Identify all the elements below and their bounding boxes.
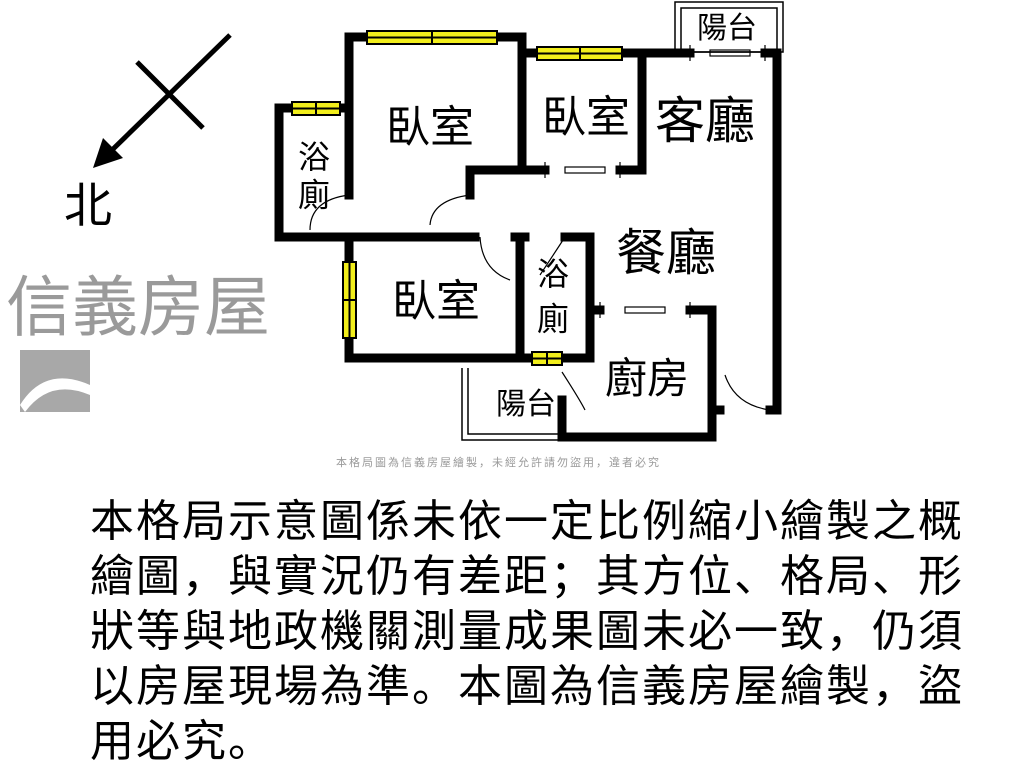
disclaimer-line: 狀等與地政機關測量成果圖未必一致，仍須 xyxy=(90,606,964,657)
room-label-balcony-bottom: 陽台 xyxy=(496,387,556,422)
disclaimer-line: 以房屋現場為準。本圖為信義房屋繪製，盜 xyxy=(90,661,964,712)
floor-plan: 北 信義房屋 本格局圖為信義房屋繪製，未經允許請勿盜用，違者必究 xyxy=(6,1,784,469)
windows xyxy=(291,30,623,366)
watermark-logo-icon xyxy=(20,350,90,412)
compass-label: 北 xyxy=(64,178,112,234)
doors xyxy=(309,45,771,411)
room-label-kitchen: 廚房 xyxy=(605,354,689,403)
room-label-dining-room: 餐廳 xyxy=(616,224,716,282)
watermark-brand: 信義房屋 xyxy=(6,269,270,346)
room-label-bedroom-third: 臥室 xyxy=(392,276,480,327)
room-label-bedroom-second: 臥室 xyxy=(542,92,630,143)
room-label-bath-mid-2: 廁 xyxy=(537,300,569,338)
room-label-balcony-top: 陽台 xyxy=(697,11,757,46)
room-label-bath-left: 浴 xyxy=(298,138,330,176)
disclaimer-line: 本格局示意圖係未依一定比例縮小繪製之概 xyxy=(90,496,964,547)
room-label-bedroom-master: 臥室 xyxy=(386,102,474,153)
balcony-outlines xyxy=(461,1,784,441)
room-label-living-room: 客廳 xyxy=(655,92,755,150)
room-label-bath-left-2: 廁 xyxy=(298,176,330,214)
north-arrow-icon xyxy=(93,33,232,168)
watermark-notice: 本格局圖為信義房屋繪製，未經允許請勿盜用，違者必究 xyxy=(336,455,661,469)
disclaimer-line: 用必究。 xyxy=(90,716,274,767)
room-label-bath-mid: 浴 xyxy=(537,255,569,293)
disclaimer-text: 本格局示意圖係未依一定比例縮小繪製之概 繪圖，與實況仍有差距；其方位、格局、形 … xyxy=(90,494,1010,769)
disclaimer-line: 繪圖，與實況仍有差距；其方位、格局、形 xyxy=(90,551,964,602)
